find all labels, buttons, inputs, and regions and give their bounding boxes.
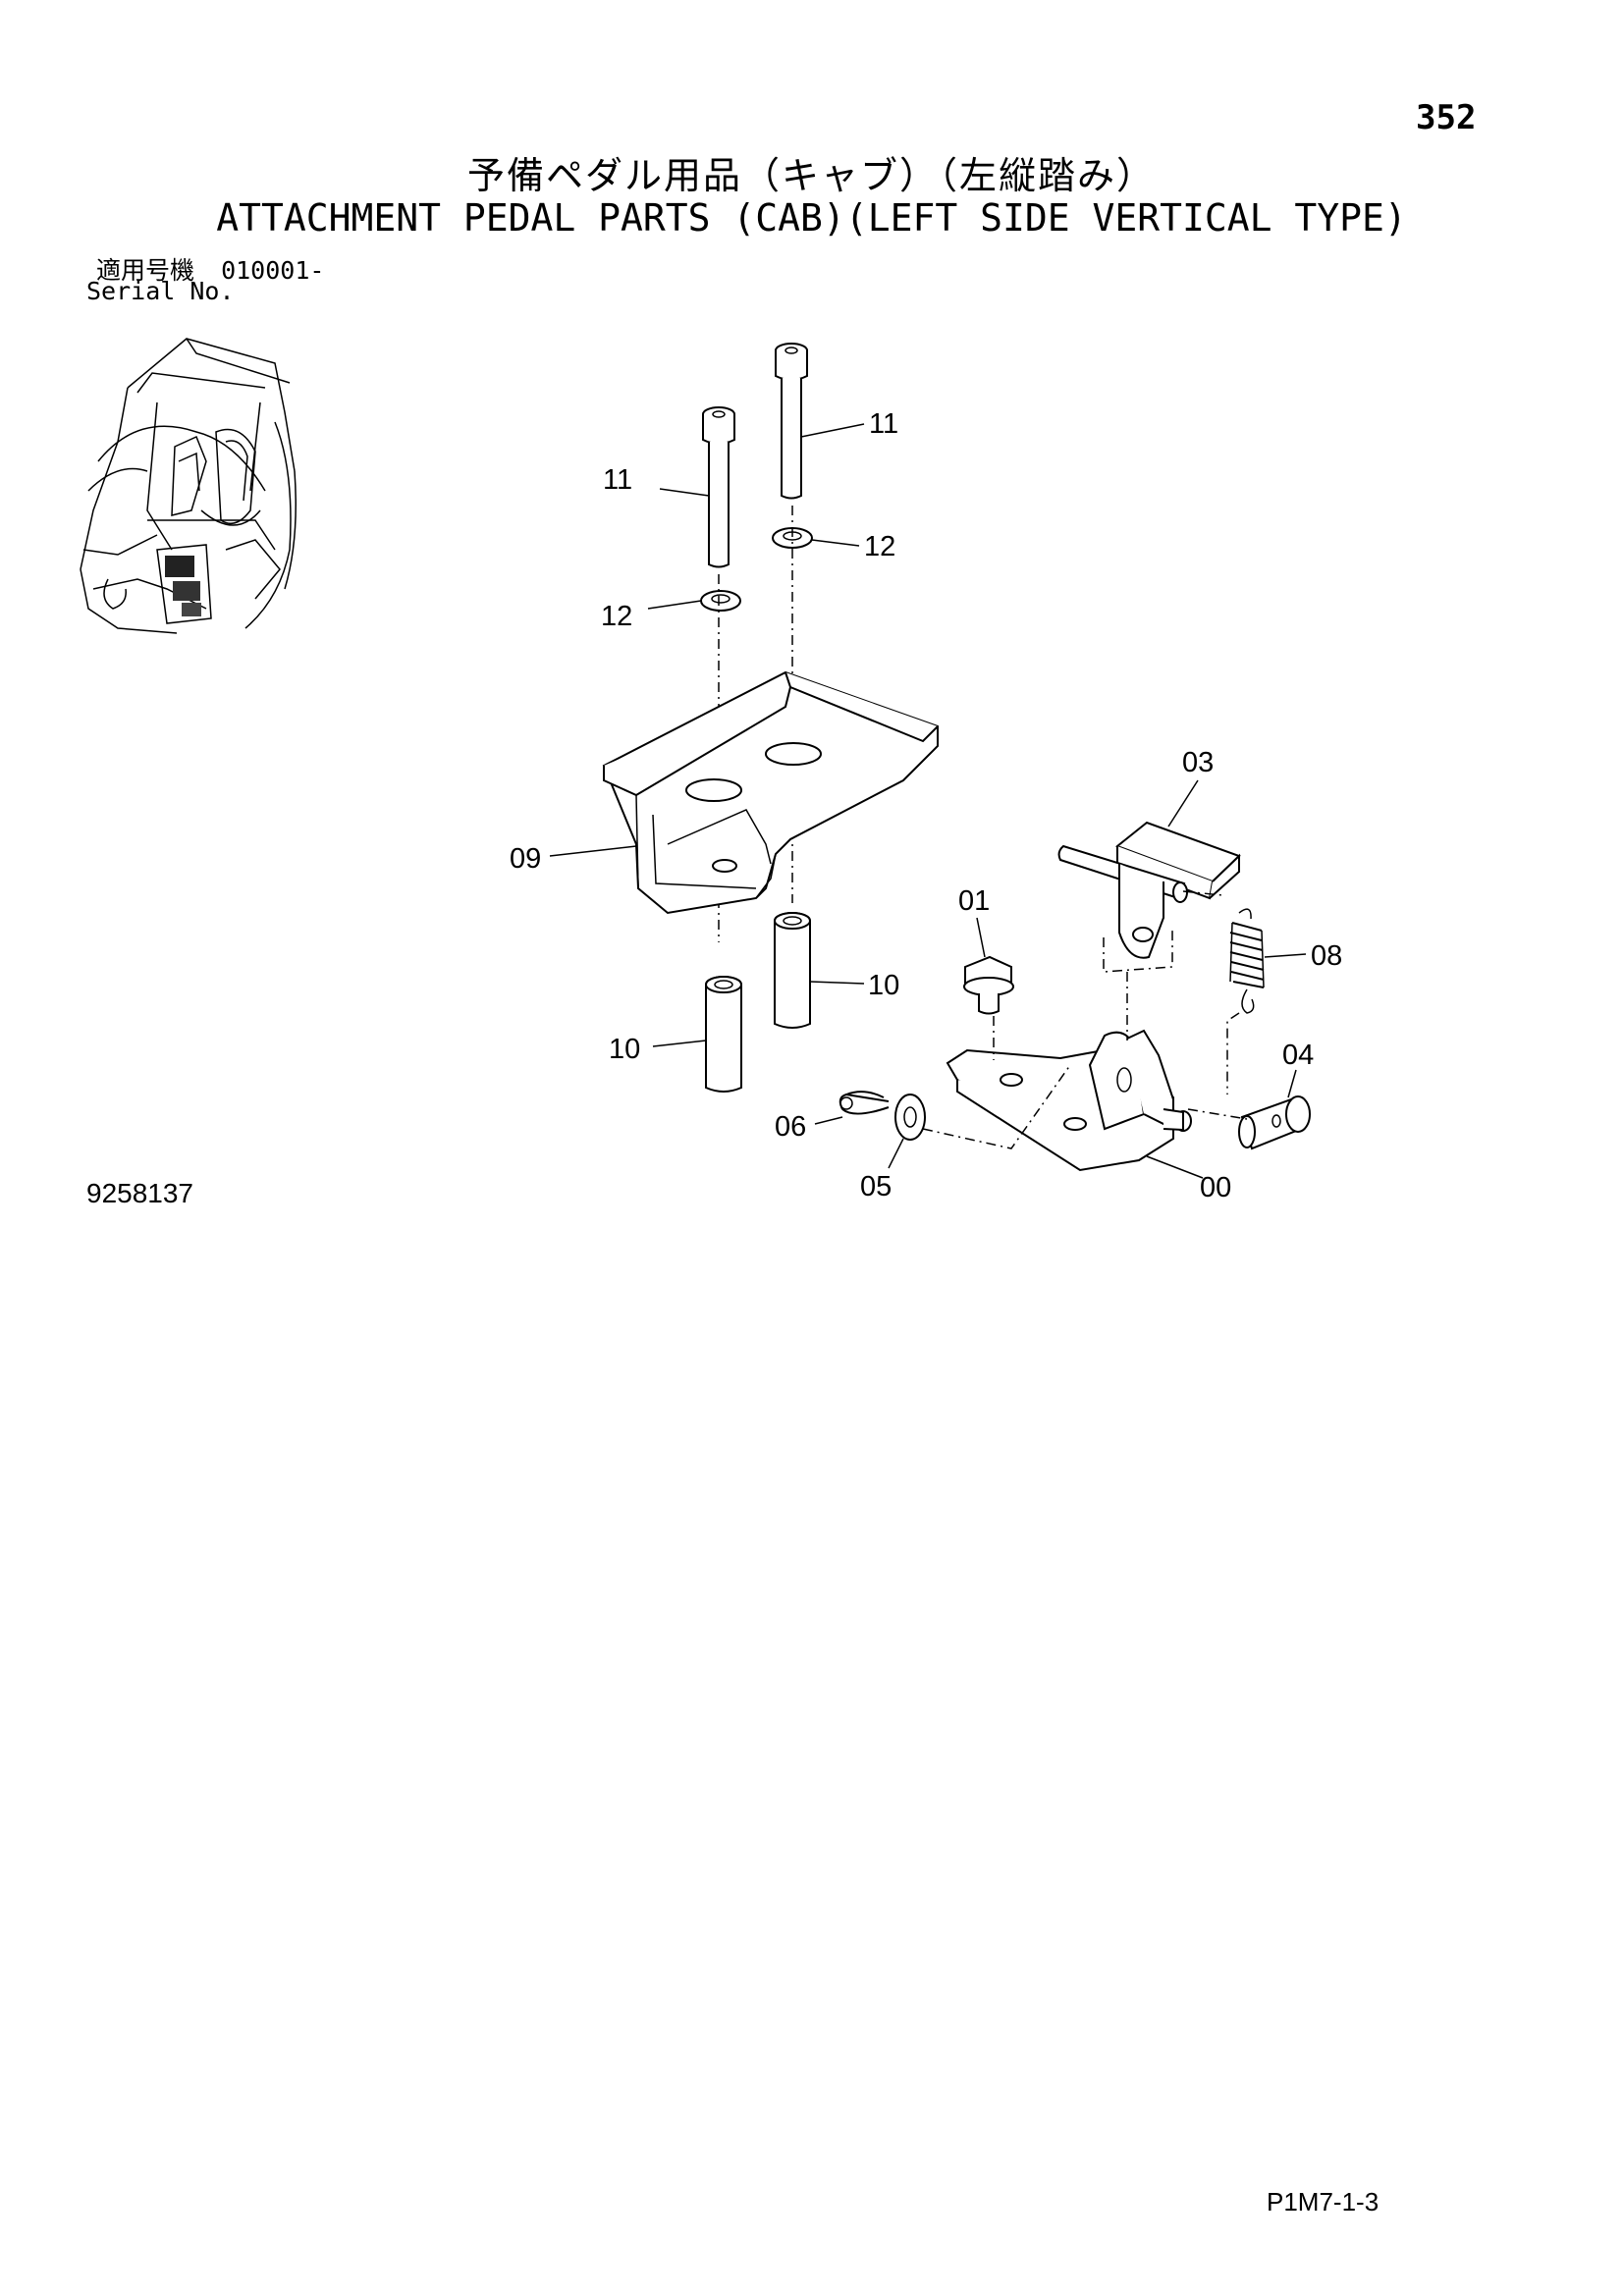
page-title-english: ATTACHMENT PEDAL PARTS (CAB)(LEFT SIDE V… (216, 196, 1407, 240)
cab-location-thumbnail (80, 338, 297, 634)
callout-01: 01 (958, 885, 990, 917)
clevis-pin (1238, 1095, 1311, 1150)
leader-08 (1264, 953, 1307, 958)
pedal-bracket (602, 670, 939, 915)
callout-12-right: 12 (864, 531, 895, 562)
callout-05: 05 (860, 1171, 892, 1202)
leader-09 (549, 845, 637, 857)
serial-value: 010001- (221, 256, 325, 285)
callout-08: 08 (1311, 940, 1342, 972)
leader-06 (814, 1116, 843, 1125)
plain-washer (894, 1094, 926, 1141)
snap-pin (839, 1091, 890, 1115)
bolt-long-left (702, 406, 735, 568)
serial-label-ja-text: 適用号機 (96, 256, 195, 285)
serial-label-japanese: 適用号機 010001- (96, 251, 324, 287)
leader-01 (976, 917, 986, 958)
assembly-dash-pin (1187, 1108, 1248, 1120)
assembly-dash-pedal (1103, 928, 1173, 973)
callout-06: 06 (775, 1111, 806, 1143)
collar-left (705, 976, 742, 1093)
callout-10-left: 10 (609, 1034, 640, 1065)
washer-left (700, 590, 741, 612)
footer-code: P1M7-1-3 (1267, 2187, 1380, 2216)
pedal-base (946, 1029, 1192, 1172)
assembly-dash-washer (922, 1064, 1071, 1149)
assembly-dash-pedal-pin (1182, 890, 1223, 896)
bolt-long-right (775, 343, 808, 500)
flange-bolt (963, 955, 1014, 1015)
pedal-pad (1057, 821, 1241, 959)
serial-label-english: Serial No. (86, 277, 235, 305)
callout-09: 09 (510, 843, 541, 875)
leader-12-right (811, 539, 860, 547)
callout-11-left: 11 (603, 464, 632, 496)
callout-12-left: 12 (601, 601, 632, 632)
leader-00 (1146, 1155, 1204, 1179)
collar-right (774, 912, 811, 1029)
leader-11-right (800, 423, 865, 438)
callout-03: 03 (1182, 747, 1214, 778)
return-spring (1229, 908, 1265, 1014)
callout-10-right: 10 (868, 970, 899, 1001)
page-number: 352 (1416, 98, 1477, 137)
callout-00: 00 (1200, 1172, 1231, 1203)
leader-04 (1287, 1069, 1297, 1098)
leader-03 (1167, 779, 1199, 828)
page-title-japanese: 予備ペダル用品（キャブ）（左縦踏み） (466, 154, 1156, 197)
leader-10-left (652, 1040, 707, 1047)
callout-11-right: 11 (869, 408, 898, 440)
leader-11-left (659, 488, 710, 497)
drawing-number: 9258137 (86, 1178, 194, 1208)
leader-12-left (647, 600, 702, 610)
callout-04: 04 (1282, 1040, 1314, 1071)
leader-05 (888, 1138, 904, 1169)
assembly-dash-spring (1226, 1012, 1240, 1095)
leader-10-right (809, 981, 865, 985)
